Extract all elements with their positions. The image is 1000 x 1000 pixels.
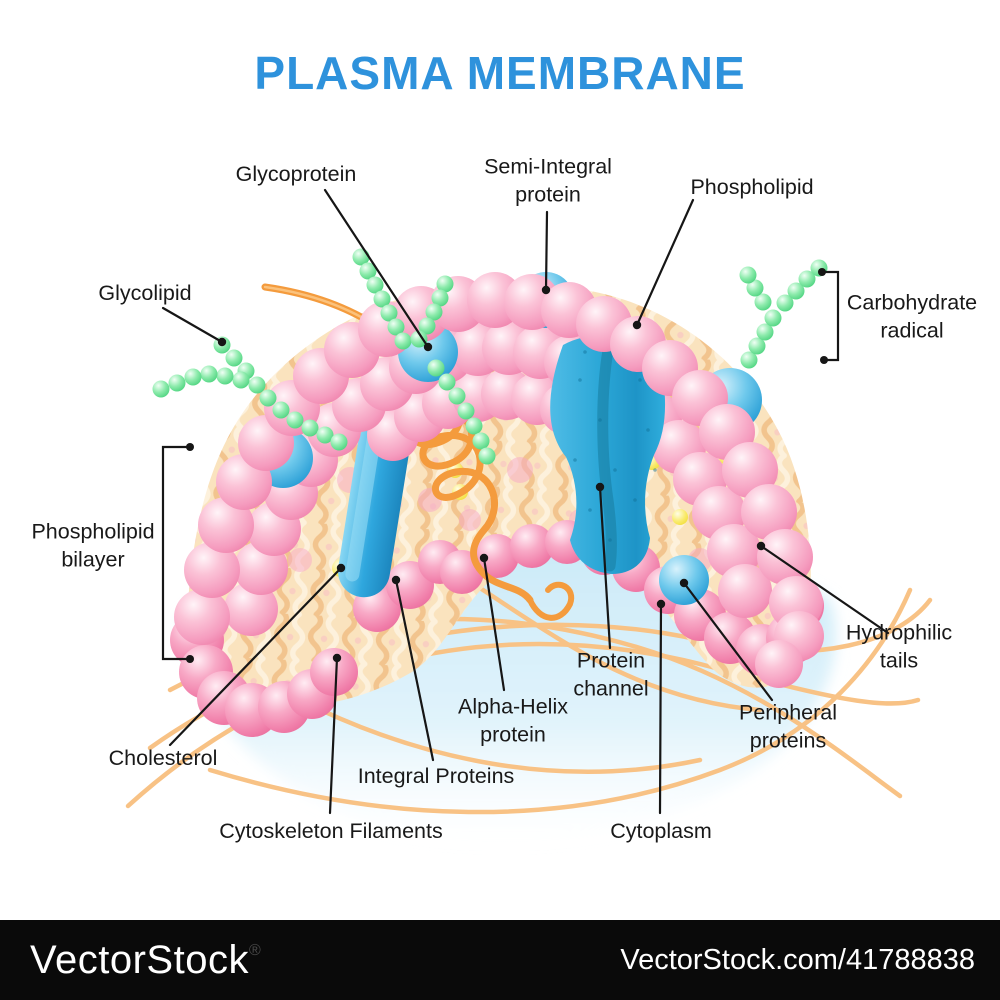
watermark-bar: VectorStock® VectorStock.com/41788838 [0, 920, 1000, 1000]
watermark-site-ref: VectorStock.com/41788838 [620, 943, 975, 976]
label-hydrophilic-tails: Hydrophilic tails [845, 620, 953, 673]
label-cytoskeleton-filaments: Cytoskeleton Filaments [219, 818, 443, 843]
leader-semi-integral [541, 210, 551, 295]
leader-protein-channel [595, 482, 612, 650]
integral-protein-rod [337, 418, 411, 598]
label-carbohydrate-radical: Carbohydrate radical [846, 290, 978, 343]
label-integral-proteins: Integral Proteins [357, 763, 515, 788]
leader-alpha-helix [479, 553, 506, 692]
label-phospholipid-bilayer: Phospholipid bilayer [31, 519, 155, 572]
leader-lines [161, 188, 890, 815]
label-glycoprotein: Glycoprotein [235, 161, 357, 186]
registered-mark: ® [248, 941, 262, 959]
label-cholesterol: Cholesterol [108, 745, 218, 770]
label-semi-integral-protein: Semi-Integral protein [484, 154, 612, 207]
label-phospholipid: Phospholipid [690, 174, 814, 199]
leader-cytoskeleton-filaments [328, 653, 342, 815]
page-title: PLASMA MEMBRANE [254, 47, 746, 99]
leader-glycoprotein [323, 188, 433, 352]
carbohydrate-radical-chain [739, 259, 828, 369]
leader-integral-proteins [391, 575, 435, 762]
bracket-phospholipid-bilayer [161, 443, 194, 663]
label-peripheral-proteins: Peripheral proteins [739, 700, 837, 753]
leader-peripheral-proteins [679, 578, 774, 702]
watermark-brand: VectorStock® [30, 937, 262, 982]
leader-glycolipid [161, 306, 227, 347]
label-glycolipid: Glycolipid [98, 280, 192, 305]
label-alpha-helix-protein: Alpha-Helix protein [458, 694, 568, 747]
bracket-carbohydrate-radical [818, 268, 840, 364]
leader-phospholipid [632, 198, 695, 330]
leader-cytoplasm [656, 599, 666, 815]
label-cytoplasm: Cytoplasm [610, 818, 712, 843]
leader-hydrophilic-tails [756, 541, 890, 635]
label-protein-channel: Protein channel [573, 648, 649, 701]
protein-channel [550, 334, 666, 574]
glycoprotein-chain [352, 248, 496, 465]
leader-cholesterol [168, 563, 346, 747]
